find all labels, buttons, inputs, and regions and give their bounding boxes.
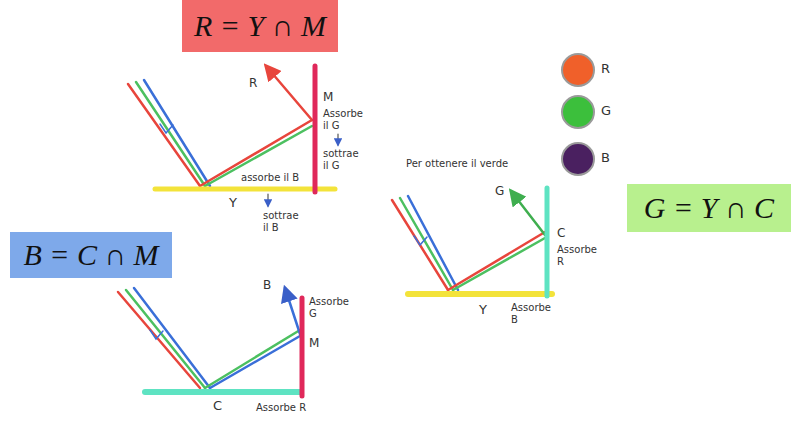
- legend-swatch: [561, 142, 595, 176]
- formula-banner: G = Y ∩ C: [627, 184, 791, 232]
- green-ray: [205, 330, 300, 388]
- cyan-filter: [545, 188, 550, 296]
- cyan-filter: [145, 389, 300, 395]
- green-ray: [400, 198, 453, 290]
- legend-label: R: [601, 61, 610, 76]
- legend-label: B: [601, 150, 610, 165]
- annotation: Y: [478, 302, 488, 318]
- direction-chevron: [150, 330, 163, 339]
- annotation: B: [262, 278, 272, 292]
- legend-label: G: [601, 103, 611, 118]
- small-arrow: [267, 194, 268, 206]
- green-ray: [511, 191, 545, 235]
- direction-chevron: [414, 236, 427, 245]
- annotation: C: [212, 398, 223, 414]
- red-ray: [200, 120, 312, 186]
- annotation: C: [556, 226, 566, 240]
- annotation: Assorbe R: [255, 402, 307, 414]
- legend-swatch: [561, 95, 595, 129]
- magenta-filter: [313, 66, 318, 192]
- panel-green: [392, 188, 552, 296]
- direction-chevron: [160, 124, 173, 133]
- annotation: assorbe il B: [240, 172, 300, 184]
- annotation: M: [322, 90, 334, 104]
- annotation: Y: [228, 195, 238, 211]
- formula-banner: B = C ∩ M: [10, 232, 172, 278]
- annotation: Assorbe B: [510, 302, 556, 326]
- annotation: R: [248, 76, 258, 90]
- formula-text: R = Y ∩ M: [194, 9, 326, 43]
- blue-ray: [210, 336, 300, 388]
- legend-swatch: [561, 53, 595, 87]
- blue-ray: [134, 288, 210, 388]
- green-ray: [205, 126, 312, 186]
- magenta-filter: [300, 298, 305, 396]
- green-ray: [453, 238, 545, 290]
- formula-banner: R = Y ∩ M: [182, 0, 338, 52]
- annotation: sottrae il G: [322, 148, 368, 172]
- annotation: Per ottenere il verde: [405, 158, 509, 170]
- annotation: M: [308, 336, 320, 350]
- red-ray: [392, 200, 448, 290]
- yellow-filter: [155, 187, 335, 192]
- small-arrow: [337, 134, 338, 145]
- formula-text: G = Y ∩ C: [644, 191, 774, 225]
- annotation: G: [494, 184, 505, 198]
- blue-ray: [285, 288, 300, 334]
- annotation: Assorbe G: [308, 296, 354, 320]
- red-ray: [266, 66, 312, 120]
- red-ray: [118, 292, 200, 388]
- red-ray: [128, 84, 200, 186]
- annotation: Assorbe il G: [322, 108, 368, 132]
- formula-text: B = C ∩ M: [23, 238, 158, 272]
- annotation: Assorbe R: [556, 244, 602, 268]
- blue-ray: [408, 196, 458, 290]
- red-ray: [448, 232, 545, 290]
- panel-blue: [118, 288, 302, 396]
- panel-red: [128, 66, 338, 206]
- blue-ray: [144, 80, 210, 186]
- green-ray: [136, 82, 205, 186]
- green-ray: [126, 290, 205, 388]
- annotation: sottrae il B: [262, 210, 308, 234]
- yellow-filter: [408, 291, 552, 297]
